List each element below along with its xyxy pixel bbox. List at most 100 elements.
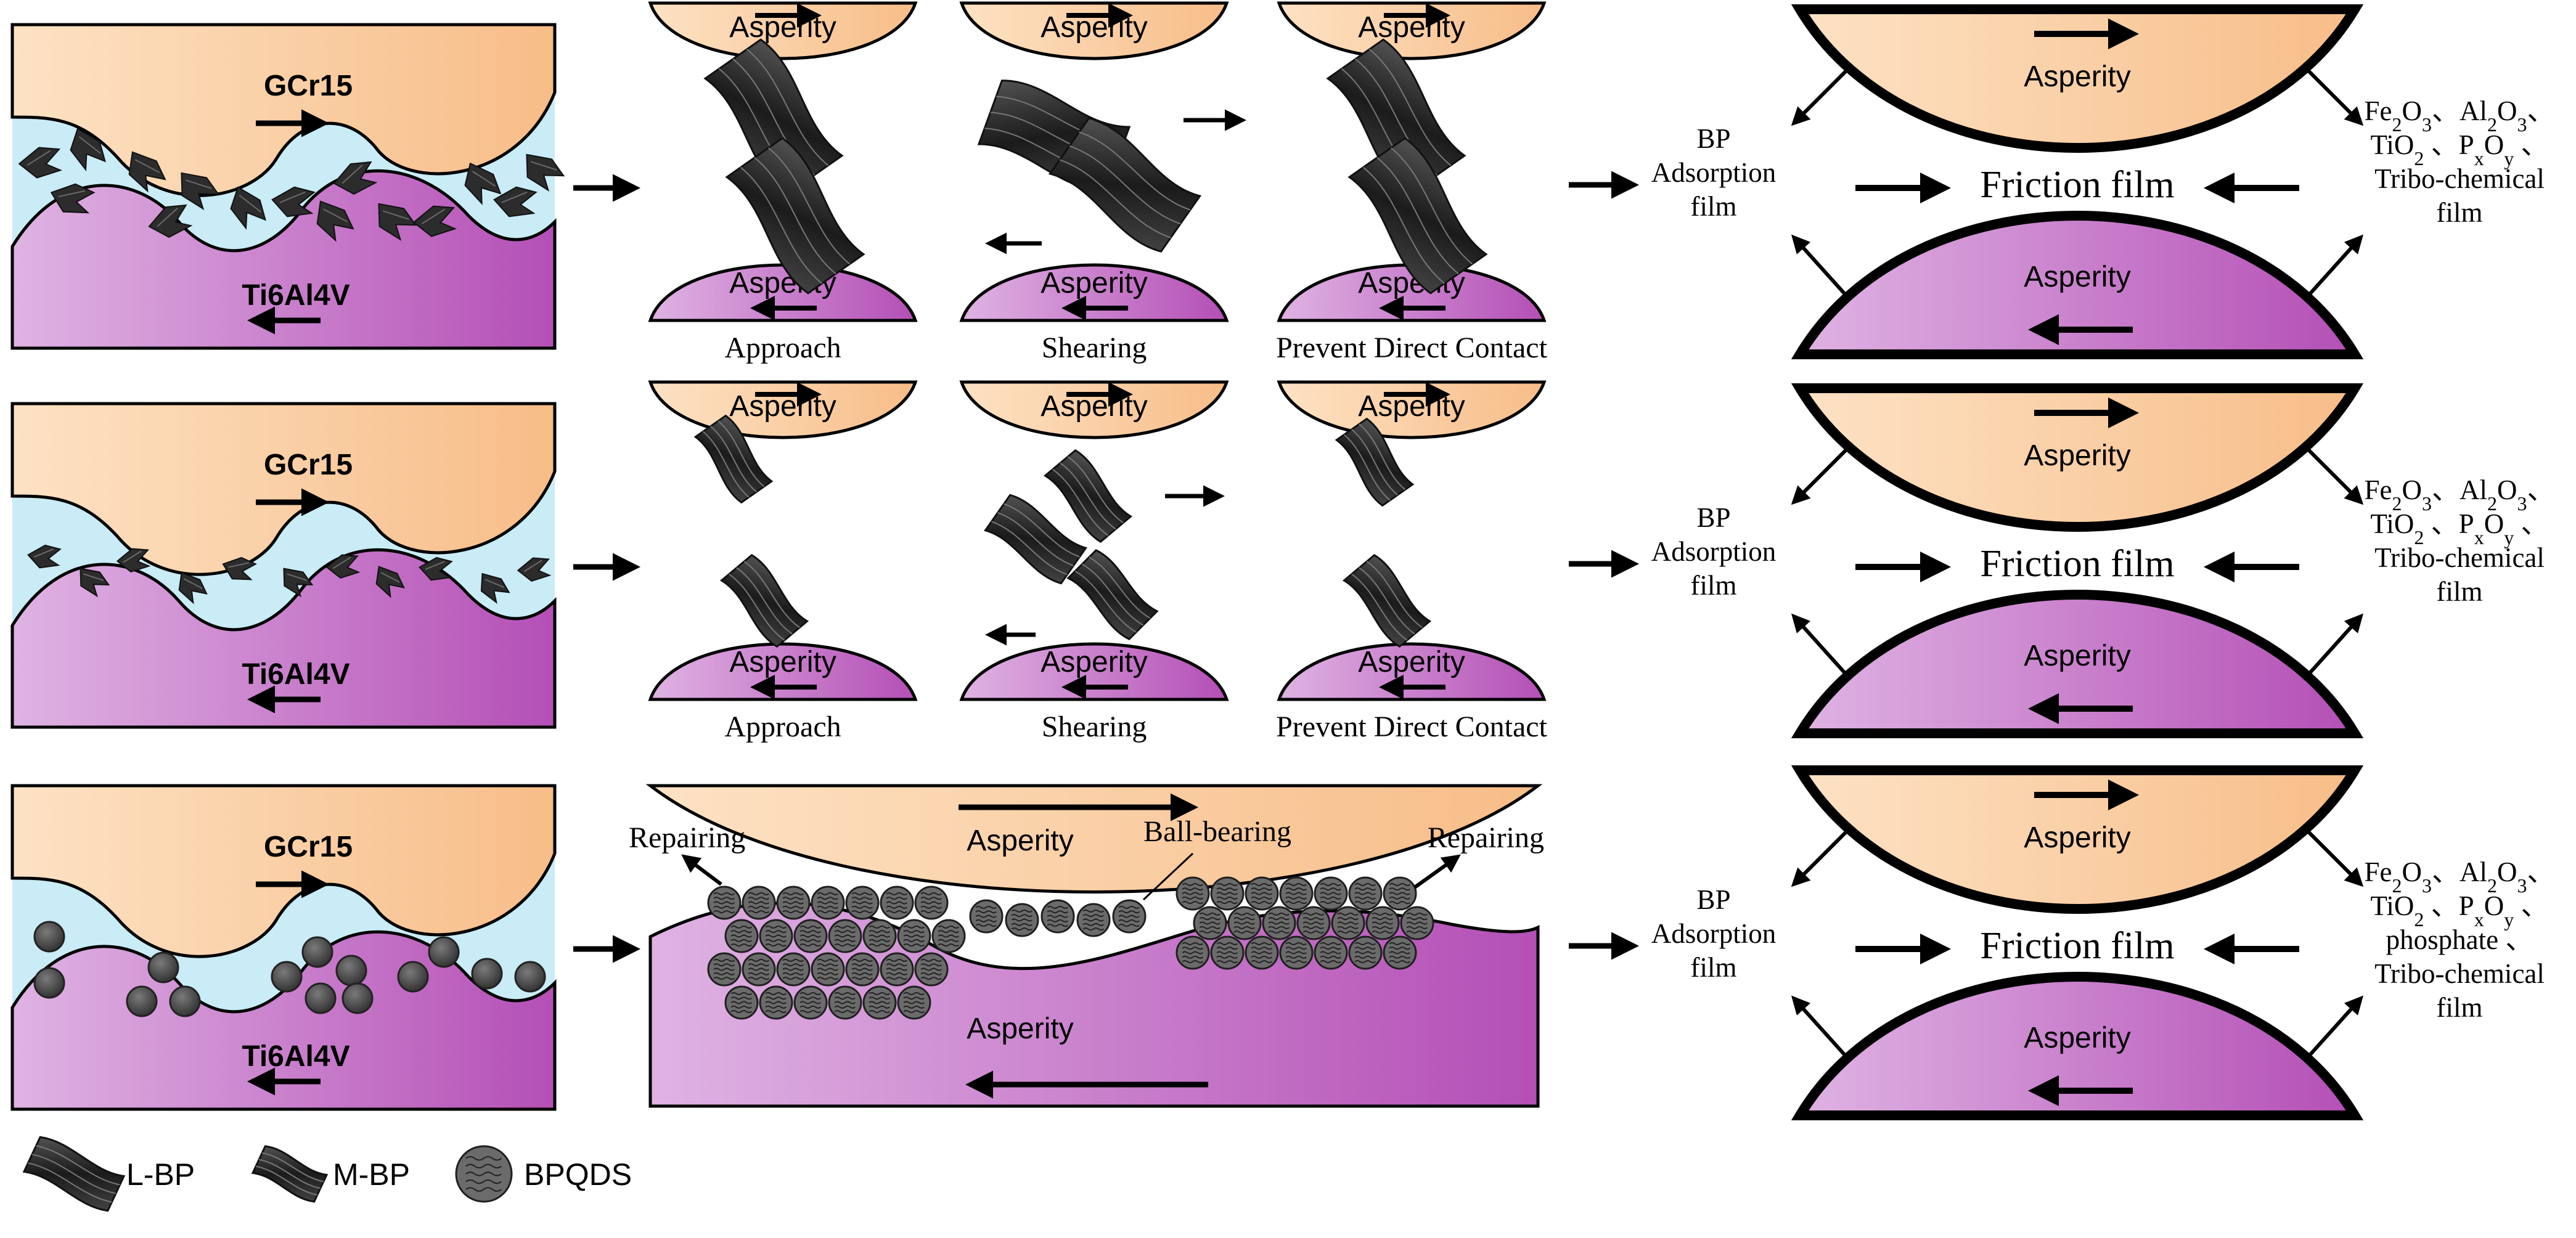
- asperity-bottom-label: Asperity: [2024, 1022, 2130, 1054]
- bpqds-particle: [724, 919, 759, 953]
- friction-film-label: Friction film: [1980, 164, 2174, 206]
- asperity-top: [1791, 765, 2364, 914]
- bpqds-particle: [169, 985, 201, 1017]
- tribo-chemical-film-label: Fe2O3、Al2O3、: [2364, 857, 2554, 897]
- bpqds-particle: [897, 919, 931, 953]
- m-bp-flake: [222, 556, 257, 580]
- diagonal-arrow: [2304, 995, 2364, 1062]
- m-bp-flake: [480, 572, 510, 604]
- bpqds-particle: [1314, 935, 1348, 970]
- bpqds-particle: [759, 919, 793, 953]
- step-caption: Prevent Direct Contact: [1276, 711, 1548, 743]
- asperity-bottom-label: Asperity: [1041, 267, 1147, 299]
- legend-label: L-BP: [126, 1157, 195, 1192]
- asperity-top-label: Asperity: [2024, 821, 2130, 854]
- bpqds-particle: [1041, 899, 1075, 934]
- m-bp-flake: [283, 568, 314, 598]
- bpqds-particle: [1176, 935, 1210, 970]
- diagonal-arrow: [1791, 995, 1851, 1062]
- m-bp-flake: [230, 186, 266, 230]
- tribo-chemical-film-label: Fe2O3、Al2O3、: [2364, 96, 2554, 136]
- step-caption: Prevent Direct Contact: [1276, 332, 1548, 364]
- bpqds-particle: [776, 952, 811, 987]
- bpqds-icon-shape: [455, 1145, 513, 1203]
- m-bp-sheet: [1342, 553, 1432, 648]
- asperity-bottom-label: Asperity: [2024, 261, 2130, 293]
- bpqds-particle: [793, 985, 828, 1020]
- m-bp-flake: [325, 554, 361, 579]
- asperity-bottom-label: Asperity: [1358, 646, 1465, 678]
- bpqds-particle: [1112, 899, 1147, 934]
- m-bp-sheet: [1066, 549, 1159, 640]
- leader-line: [1142, 852, 1194, 901]
- bpqds-particle: [1314, 876, 1348, 911]
- asperity-top-label: Asperity: [2024, 439, 2130, 472]
- bpqds-particle: [514, 961, 546, 993]
- diagonal-arrow: [1791, 66, 1851, 126]
- l-bp-sheet: [1347, 137, 1488, 295]
- bpqds-particle: [914, 886, 949, 920]
- diagonal-arrow: [2304, 234, 2364, 301]
- diagonal-arrow: [2304, 66, 2364, 126]
- m-bp-flake: [178, 572, 208, 605]
- gcr15-body: [10, 23, 557, 197]
- bpqds-particle: [759, 985, 793, 1020]
- m-bp-sheet: [719, 553, 809, 648]
- bpqds-particle: [1210, 935, 1245, 970]
- tribo-chemical-film-label: film: [2437, 576, 2483, 607]
- m-bp-flake: [271, 186, 316, 218]
- bpqds-particle: [811, 886, 845, 920]
- bpqds-particle: [862, 919, 897, 953]
- bpqds-particle: [793, 919, 828, 953]
- bpqds-particle: [707, 886, 742, 920]
- bpqds-particle: [724, 985, 759, 1020]
- bpqds-particle: [811, 952, 845, 987]
- bpqds-particle: [862, 985, 897, 1020]
- bpqds-particle: [147, 951, 179, 983]
- bpqds-particle: [880, 952, 914, 987]
- adsorption-film-label: BP: [1696, 502, 1730, 533]
- bpqds-icon: [455, 1145, 513, 1203]
- diagonal-arrow: [1791, 234, 1851, 301]
- m-bp-flake: [419, 556, 453, 581]
- tribo-chemical-film-label: phosphate 、: [2386, 924, 2533, 955]
- bpqds-particle: [1279, 935, 1314, 970]
- m-bp-icon-shape: [251, 1145, 329, 1203]
- asperity-bottom-label: Asperity: [1041, 646, 1147, 678]
- m-bp-flake: [412, 205, 457, 237]
- bpqds-particle: [1262, 906, 1296, 940]
- gcr15-body: [10, 402, 557, 576]
- step-caption: Approach: [724, 711, 841, 743]
- bpqds-particle: [471, 958, 503, 990]
- gcr15-label: GCr15: [264, 70, 353, 102]
- tribo-chemical-film-label: film: [2437, 197, 2483, 228]
- m-bp-sheet: [693, 414, 774, 504]
- friction-film-label: Friction film: [1980, 925, 2174, 967]
- bpqds-particle: [1383, 876, 1417, 911]
- m-bp-flake: [493, 186, 538, 218]
- asperity-top: [645, 784, 1543, 894]
- friction-film-label: Friction film: [1980, 543, 2174, 585]
- bpqds-particle: [1348, 876, 1383, 911]
- m-bp-sheet: [1043, 449, 1133, 544]
- asperity-top: [1791, 4, 2364, 153]
- l-bp-icon-shape: [22, 1136, 126, 1212]
- bpqds-particle: [776, 886, 811, 920]
- ti6al4v-label: Ti6Al4V: [242, 658, 350, 691]
- m-bp-sheet: [1335, 417, 1415, 507]
- bpqds-particle: [845, 886, 880, 920]
- adsorption-film-label: Adsorption: [1651, 536, 1777, 567]
- m-bp-flake: [316, 200, 354, 242]
- adsorption-film-label: BP: [1696, 123, 1730, 154]
- bpqds-particle: [335, 955, 367, 987]
- step-caption: Shearing: [1042, 332, 1147, 364]
